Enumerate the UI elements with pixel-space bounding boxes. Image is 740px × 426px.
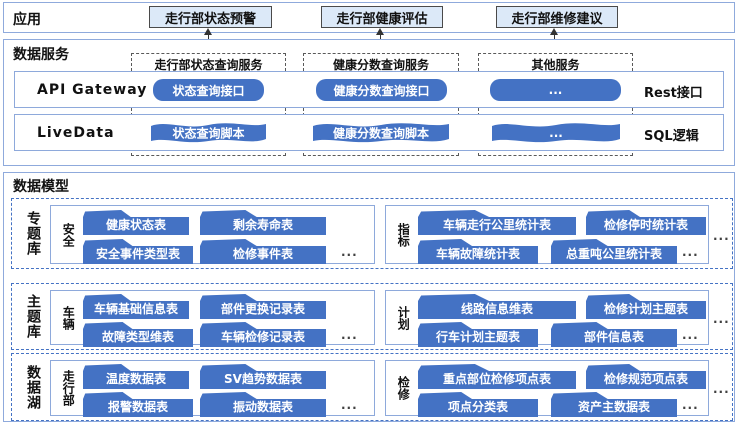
data-model-title: 数据模型 bbox=[13, 179, 69, 195]
wave-shape-icon bbox=[313, 123, 449, 143]
arrow-head-icon bbox=[204, 28, 212, 35]
service-group-label: 走行部状态查询服务 bbox=[154, 58, 263, 72]
livedata-label: LiveData bbox=[37, 124, 115, 141]
model-row-data-lake: 数据湖 走行部 温度数据表 SV趋势数据表 报警数据表 振动数据表 ... 检修… bbox=[11, 353, 733, 421]
app-section: 应用 走行部状态预警 走行部健康评估 走行部维修建议 bbox=[3, 2, 735, 33]
api-status-query-interface: 状态查询接口 bbox=[153, 79, 264, 101]
table-card: 检修规范项点表 bbox=[586, 364, 706, 389]
more-ellipsis: ... bbox=[682, 328, 699, 342]
table-card: 资产主数据表 bbox=[551, 392, 677, 417]
data-services-section: 数据服务 走行部状态查询服务 健康分数查询服务 其他服务 API Gateway… bbox=[3, 39, 735, 166]
group-label: 计划 bbox=[396, 305, 411, 330]
table-card: 车辆检修记录表 bbox=[200, 322, 326, 347]
model-row-label: 数据湖 bbox=[25, 364, 41, 410]
table-card: 检修事件表 bbox=[200, 239, 326, 264]
table-card: 剩余寿命表 bbox=[200, 210, 326, 235]
more-ellipsis: ... bbox=[682, 398, 699, 412]
table-card: 振动数据表 bbox=[200, 392, 326, 417]
table-card: 检修停时统计表 bbox=[586, 210, 706, 235]
table-card: 项点分类表 bbox=[418, 392, 538, 417]
sql-logic-label: SQL逻辑 bbox=[644, 129, 699, 144]
table-card: 部件更换记录表 bbox=[200, 294, 326, 319]
group-box-vehicle: 车辆 车辆基础信息表 部件更换记录表 故障类型维表 车辆检修记录表 ... bbox=[50, 290, 375, 347]
script-label: ... bbox=[549, 126, 563, 141]
group-label: 走行部 bbox=[61, 370, 76, 406]
group-label: 检修 bbox=[396, 376, 411, 400]
wave-shape-icon bbox=[151, 123, 266, 143]
table-card: 行车计划主题表 bbox=[418, 322, 538, 347]
table-card: SV趋势数据表 bbox=[200, 364, 326, 389]
script-status-query: 状态查询脚本 bbox=[151, 118, 266, 147]
table-card: 温度数据表 bbox=[83, 364, 189, 389]
table-card: 报警数据表 bbox=[83, 392, 193, 417]
group-label: 指标 bbox=[396, 222, 411, 247]
group-label: 安全 bbox=[61, 222, 76, 247]
app-button-repair-advice: 走行部维修建议 bbox=[496, 6, 618, 28]
group-box-maintenance: 检修 重点部位检修项点表 检修规范项点表 项点分类表 资产主数据表 ... bbox=[385, 360, 709, 417]
script-health-score-query: 健康分数查询脚本 bbox=[313, 118, 449, 147]
table-card: 检修计划主题表 bbox=[586, 294, 706, 319]
rest-interface-label: Rest接口 bbox=[644, 86, 703, 101]
group-box-safety: 安全 健康状态表 剩余寿命表 安全事件类型表 检修事件表 ... bbox=[50, 205, 375, 264]
group-label: 车辆 bbox=[61, 305, 76, 330]
data-model-section: 数据模型 专题库 安全 健康状态表 剩余寿命表 安全事件类型表 检修事件表 ..… bbox=[3, 172, 735, 422]
row-more-ellipsis: ... bbox=[713, 382, 730, 396]
app-button-status-warning: 走行部状态预警 bbox=[149, 6, 272, 28]
table-card: 车辆故障统计表 bbox=[418, 239, 538, 264]
data-services-title: 数据服务 bbox=[13, 47, 69, 63]
group-box-plan: 计划 线路信息维表 检修计划主题表 行车计划主题表 部件信息表 ... bbox=[385, 290, 709, 347]
table-card: 故障类型维表 bbox=[83, 322, 193, 347]
api-other-interface: ... bbox=[490, 79, 621, 101]
model-row-subject-special: 专题库 安全 健康状态表 剩余寿命表 安全事件类型表 检修事件表 ... 指标 … bbox=[11, 198, 733, 269]
script-other: ... bbox=[492, 118, 620, 147]
group-box-indicators: 指标 车辆走行公里统计表 检修停时统计表 车辆故障统计表 总重吨公里统计表 ..… bbox=[385, 205, 709, 264]
arrow-head-icon bbox=[376, 28, 384, 35]
more-ellipsis: ... bbox=[682, 245, 699, 259]
table-card: 部件信息表 bbox=[551, 322, 677, 347]
table-card: 车辆基础信息表 bbox=[83, 294, 189, 319]
table-card: 线路信息维表 bbox=[418, 294, 576, 319]
table-card: 车辆走行公里统计表 bbox=[418, 210, 576, 235]
table-card: 健康状态表 bbox=[83, 210, 189, 235]
more-ellipsis: ... bbox=[341, 398, 358, 412]
service-group-label: 其他服务 bbox=[531, 58, 580, 72]
more-ellipsis: ... bbox=[341, 328, 358, 342]
model-row-label: 专题库 bbox=[25, 211, 41, 256]
row-more-ellipsis: ... bbox=[713, 312, 730, 326]
script-label: 状态查询脚本 bbox=[172, 126, 245, 141]
model-row-theme: 主题库 车辆 车辆基础信息表 部件更换记录表 故障类型维表 车辆检修记录表 ..… bbox=[11, 283, 733, 350]
api-gateway-label: API Gateway bbox=[37, 81, 148, 98]
wave-shape-icon bbox=[492, 123, 620, 143]
table-card: 安全事件类型表 bbox=[83, 239, 193, 264]
script-label: 健康分数查询脚本 bbox=[332, 126, 429, 141]
row-more-ellipsis: ... bbox=[713, 229, 730, 243]
service-group-label: 健康分数查询服务 bbox=[332, 58, 429, 72]
table-card: 重点部位检修项点表 bbox=[418, 364, 576, 389]
more-ellipsis: ... bbox=[341, 245, 358, 259]
app-button-health-eval: 走行部健康评估 bbox=[321, 6, 443, 28]
app-section-title: 应用 bbox=[13, 12, 41, 28]
table-card: 总重吨公里统计表 bbox=[551, 239, 677, 264]
group-box-running-gear: 走行部 温度数据表 SV趋势数据表 报警数据表 振动数据表 ... bbox=[50, 360, 375, 417]
model-row-label: 主题库 bbox=[25, 294, 41, 339]
arrow-head-icon bbox=[550, 28, 558, 35]
api-health-score-interface: 健康分数查询接口 bbox=[316, 79, 447, 101]
